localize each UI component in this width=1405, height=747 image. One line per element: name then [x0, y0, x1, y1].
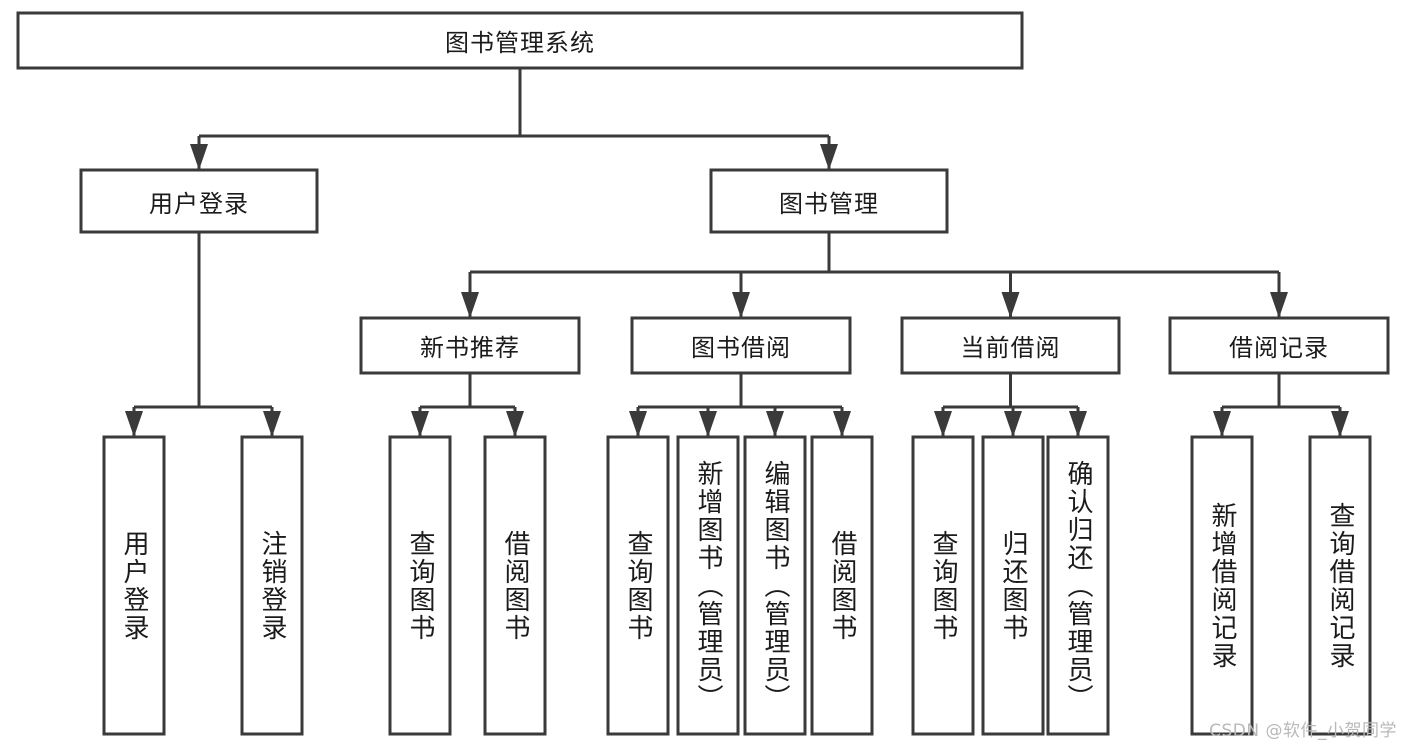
- arrow-head-icon-借阅记录: [1270, 292, 1288, 318]
- node-box-图书借阅[interactable]: [630, 316, 852, 375]
- node-box-借阅图书[interactable]: [483, 435, 547, 736]
- arrow-head-icon-查询图书: [934, 411, 952, 437]
- arrow-head-icon-查询借阅记录: [1331, 411, 1349, 437]
- arrow-head-icon-编辑图书管理员: [766, 411, 784, 437]
- arrow-head-icon-用户登录: [190, 144, 208, 170]
- csdn-watermark: CSDN @软件_小贺同学: [1209, 721, 1397, 741]
- node-box-图书管理系统[interactable]: [16, 11, 1024, 70]
- node-box-确认归还管理员[interactable]: [1046, 435, 1110, 736]
- node-box-查询借阅记录[interactable]: [1308, 435, 1372, 736]
- arrow-head-icon-确认归还管理员: [1069, 411, 1087, 437]
- node-box-当前借阅[interactable]: [900, 316, 1121, 375]
- arrow-head-icon-新增图书管理员: [699, 411, 717, 437]
- node-box-归还图书[interactable]: [981, 435, 1045, 736]
- node-box-借阅记录[interactable]: [1168, 316, 1390, 375]
- arrow-head-icon-新书推荐: [461, 292, 479, 318]
- node-box-图书管理[interactable]: [709, 168, 949, 234]
- arrow-head-icon-当前借阅: [1001, 292, 1020, 318]
- arrow-head-icon-借阅图书: [506, 411, 524, 437]
- boxes-layer: [16, 11, 1390, 736]
- node-box-用户登录[interactable]: [79, 168, 319, 234]
- node-box-注销登录[interactable]: [240, 435, 304, 736]
- node-box-查询图书[interactable]: [388, 435, 452, 736]
- node-box-新增图书管理员[interactable]: [676, 435, 740, 736]
- arrow-head-icon-归还图书: [1004, 411, 1022, 437]
- arrow-head-icon-图书借阅: [732, 292, 750, 318]
- node-box-用户登录[interactable]: [102, 435, 166, 736]
- node-box-新增借阅记录[interactable]: [1190, 435, 1254, 736]
- arrow-head-icon-借阅图书: [833, 411, 851, 437]
- connectors-layer: [125, 68, 1349, 437]
- node-box-借阅图书[interactable]: [810, 435, 874, 736]
- arrow-head-icon-查询图书: [411, 411, 429, 437]
- arrow-head-icon-新增借阅记录: [1213, 411, 1231, 437]
- node-box-查询图书[interactable]: [911, 435, 975, 736]
- node-box-编辑图书管理员[interactable]: [743, 435, 807, 736]
- node-box-查询图书[interactable]: [606, 435, 670, 736]
- arrow-head-icon-用户登录: [125, 411, 143, 437]
- node-box-新书推荐[interactable]: [359, 316, 581, 375]
- arrow-head-icon-查询图书: [629, 411, 647, 437]
- arrow-head-icon-图书管理: [820, 144, 838, 170]
- arrow-head-icon-注销登录: [263, 411, 281, 437]
